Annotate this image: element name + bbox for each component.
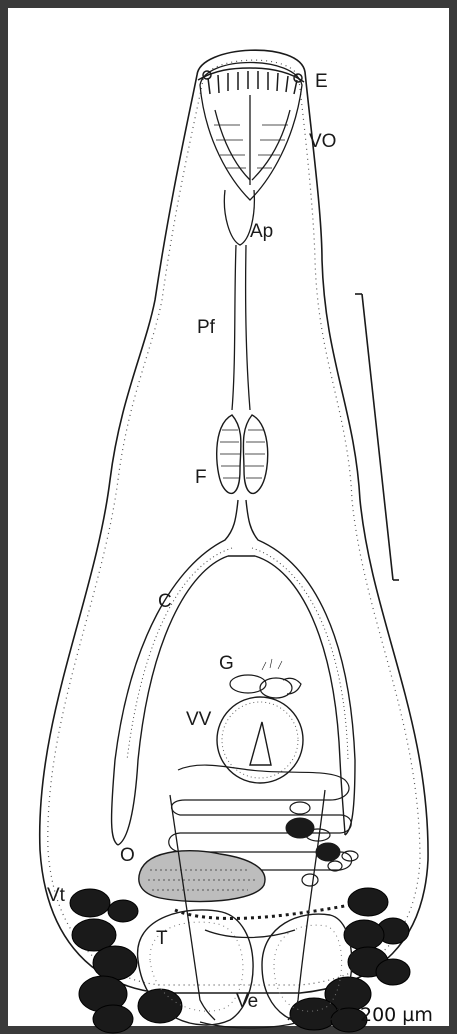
prepharynx [232,245,250,410]
caeca-stipple [127,548,348,760]
pharynx [217,415,268,493]
eggs [286,818,340,861]
label-vv: VV [186,710,211,729]
vitelline-duct [175,905,350,918]
label-ve: Ve [236,992,258,1011]
label-t: T [156,929,168,948]
scale-bar [355,294,399,580]
label-g: G [219,654,234,673]
label-f: F [195,468,207,487]
scale-bar-label: 200 µm [360,1004,433,1026]
label-vt: Vt [47,886,65,905]
ganglion [230,659,301,698]
ventral-sucker [217,697,303,783]
label-c: C [158,592,172,611]
label-vo: VO [309,132,336,151]
label-pf: Pf [197,318,215,337]
hooklet-row [198,68,304,94]
label-o: O [120,846,135,865]
label-e: E [315,72,328,91]
ovary [139,851,265,902]
label-ap: Ap [250,222,273,241]
